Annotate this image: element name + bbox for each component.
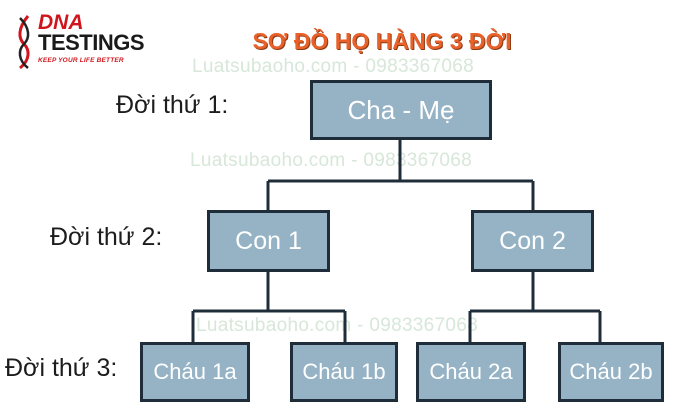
node-grandchild-1a-label: Cháu 1a bbox=[153, 359, 237, 384]
logo-tagline: KEEP YOUR LIFE BETTER bbox=[38, 57, 124, 64]
node-child-1-label: Con 1 bbox=[235, 226, 302, 255]
node-child-2: Con 2 bbox=[471, 210, 594, 272]
page-title: SƠ ĐỒ HỌ HÀNG 3 ĐỜI bbox=[252, 28, 512, 54]
node-grandchild-2a: Cháu 2a bbox=[416, 342, 526, 402]
node-grandchild-1b: Cháu 1b bbox=[290, 342, 398, 402]
node-parents: Cha - Mẹ bbox=[310, 80, 492, 140]
node-grandchild-2b-label: Cháu 2b bbox=[569, 359, 653, 384]
generation-1-label: Đời thứ 1: bbox=[116, 91, 229, 119]
dna-testings-logo: DNA TESTINGS KEEP YOUR LIFE BETTER bbox=[14, 12, 164, 70]
watermark-1: Luatsubaoho.com - 0983367068 bbox=[192, 56, 475, 77]
logo-brand-bottom: TESTINGS bbox=[38, 30, 145, 55]
node-grandchild-1b-label: Cháu 1b bbox=[302, 359, 386, 384]
node-grandchild-2a-label: Cháu 2a bbox=[429, 359, 513, 384]
node-child-2-label: Con 2 bbox=[499, 226, 566, 255]
generation-2-label: Đời thứ 2: bbox=[50, 223, 163, 251]
node-parents-label: Cha - Mẹ bbox=[347, 94, 455, 125]
dna-helix-icon bbox=[18, 15, 30, 70]
node-child-1: Con 1 bbox=[207, 210, 330, 272]
watermark-3: Luatsubaoho.com - 0983367068 bbox=[196, 315, 479, 336]
node-grandchild-2b: Cháu 2b bbox=[558, 342, 664, 402]
node-grandchild-1a: Cháu 1a bbox=[140, 342, 250, 402]
logo-brand-top: DNA bbox=[38, 11, 84, 34]
generation-3-label: Đời thứ 3: bbox=[5, 354, 118, 382]
